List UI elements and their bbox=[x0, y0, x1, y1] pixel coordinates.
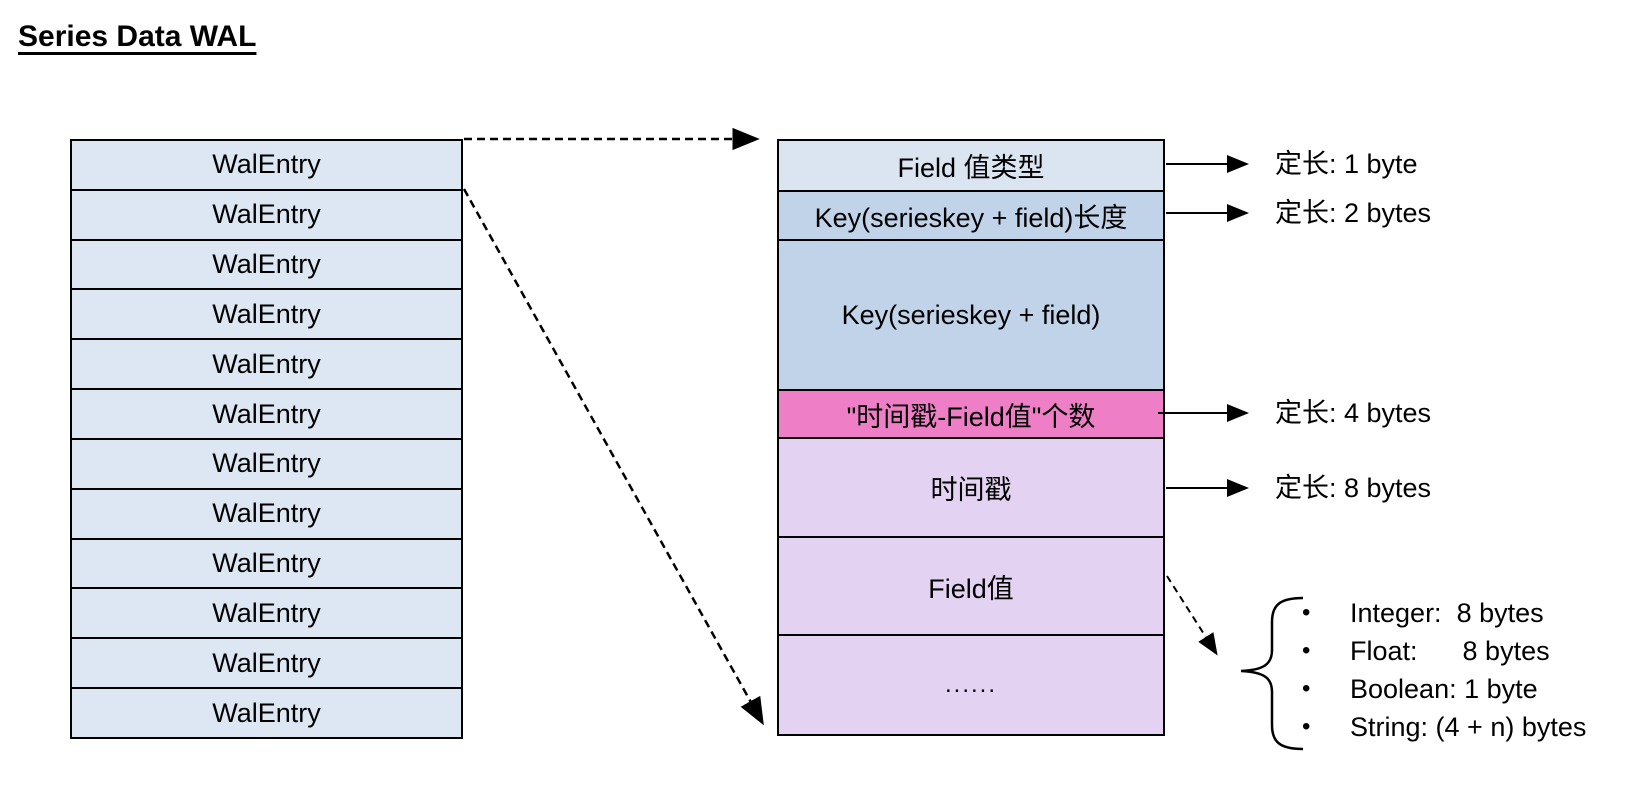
bullet-icon: • bbox=[1302, 713, 1311, 740]
wal-entry-box: WalEntry bbox=[72, 637, 461, 688]
wal-entry-box: WalEntry bbox=[72, 288, 461, 339]
value-size-text: Integer: 8 bytes bbox=[1350, 597, 1544, 628]
wal-entry-box: WalEntry bbox=[72, 388, 461, 438]
value-size-text: String: (4 + n) bytes bbox=[1350, 711, 1587, 742]
wal-entry-box: WalEntry bbox=[72, 238, 461, 289]
fixed-length-label-2bytes: 定长: 2 bytes bbox=[1275, 198, 1432, 228]
curly-brace-icon bbox=[1240, 596, 1304, 751]
fixed-length-label-1byte: 定长: 1 byte bbox=[1275, 149, 1418, 179]
list-item: • Integer: 8 bytes bbox=[1302, 594, 1586, 632]
bullet-icon: • bbox=[1302, 599, 1311, 626]
key-box: Key(serieskey + field) bbox=[779, 239, 1163, 390]
list-item: • Float: 8 bytes bbox=[1302, 632, 1586, 670]
field-value-box: Field值 bbox=[779, 536, 1163, 634]
wal-entry-box: WalEntry bbox=[72, 141, 461, 189]
bullet-icon: • bbox=[1302, 675, 1311, 702]
fixed-length-label-8bytes: 定长: 8 bytes bbox=[1275, 473, 1432, 503]
key-length-box: Key(serieskey + field)长度 bbox=[779, 189, 1163, 240]
wal-entry-box: WalEntry bbox=[72, 537, 461, 588]
list-item: • Boolean: 1 byte bbox=[1302, 670, 1586, 708]
wal-entry-box: WalEntry bbox=[72, 587, 461, 638]
wal-entry-box: WalEntry bbox=[72, 188, 461, 239]
dashed-arrow-diagonal bbox=[462, 188, 764, 726]
value-size-text: Boolean: 1 byte bbox=[1350, 673, 1538, 704]
dashed-arrow-value-sizes bbox=[1166, 575, 1218, 656]
wal-entry-box: WalEntry bbox=[72, 338, 461, 389]
ellipsis-box: ...... bbox=[779, 633, 1163, 735]
field-value-type-box: Field 值类型 bbox=[779, 141, 1163, 190]
fixed-length-label-4bytes: 定长: 4 bytes bbox=[1275, 398, 1432, 428]
value-size-text: Float: 8 bytes bbox=[1350, 635, 1550, 666]
wal-entry-box: WalEntry bbox=[72, 487, 461, 538]
wal-entry-box: WalEntry bbox=[72, 687, 461, 737]
list-item: • String: (4 + n) bytes bbox=[1302, 708, 1586, 746]
page-title: Series Data WAL bbox=[18, 20, 257, 53]
wal-entry-stack: WalEntry WalEntry WalEntry WalEntry WalE… bbox=[70, 139, 463, 739]
wal-entry-box: WalEntry bbox=[72, 437, 461, 488]
wal-entry-structure: Field 值类型 Key(serieskey + field)长度 Key(s… bbox=[777, 139, 1165, 736]
value-size-list: • Integer: 8 bytes • Float: 8 bytes • Boole… bbox=[1302, 594, 1586, 746]
timestamp-count-box: "时间戳-Field值"个数 bbox=[779, 389, 1163, 438]
bullet-icon: • bbox=[1302, 637, 1311, 664]
timestamp-box: 时间戳 bbox=[779, 437, 1163, 537]
